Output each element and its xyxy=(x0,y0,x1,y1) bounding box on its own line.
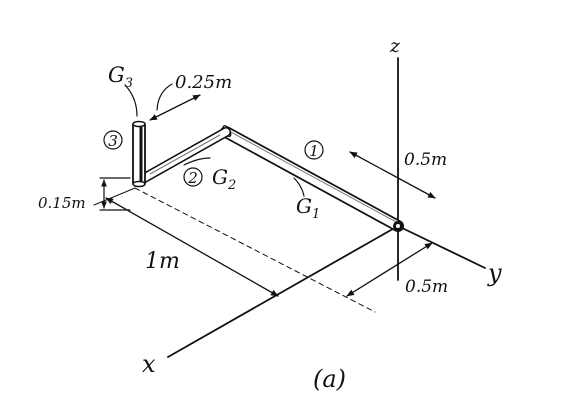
g3-letter: G xyxy=(108,63,125,87)
member-3-label: 3 xyxy=(108,132,118,150)
g1-label: G1 xyxy=(296,194,320,222)
member-markers: 3 2 1 xyxy=(103,130,324,187)
g1-leader xyxy=(293,177,305,197)
g2-leader xyxy=(183,157,211,166)
rod-1 xyxy=(220,124,404,232)
member-2-circle xyxy=(183,167,203,187)
rod-1-highlight xyxy=(226,129,399,224)
dim-05m-top-line xyxy=(349,151,436,199)
rod-3-body xyxy=(132,122,146,186)
rod-2 xyxy=(134,127,231,186)
dim-05m-bottom-line xyxy=(346,242,433,297)
origin-joint-center xyxy=(396,224,400,228)
rod-3-top xyxy=(132,120,146,128)
leader-lines xyxy=(124,83,305,197)
dim-05m-bottom-label: 0.5m xyxy=(405,277,448,297)
member-1-circle xyxy=(304,140,324,160)
rod-1-fill xyxy=(221,127,403,231)
hidden-edge-2 xyxy=(93,187,136,206)
g1-subscript: 1 xyxy=(312,207,320,222)
dimension-labels: 0.25m 0.15m 1m 0.5m 0.5m xyxy=(38,72,448,297)
member-3-circle xyxy=(103,130,123,150)
y-axis xyxy=(397,225,486,269)
dim-1m-label: 1m xyxy=(145,249,180,274)
figure-caption: (a) xyxy=(313,365,346,393)
dim-015m-label: 0.15m xyxy=(38,194,86,212)
rod-3 xyxy=(132,120,146,188)
x-axis xyxy=(167,225,399,358)
g3-subscript: 3 xyxy=(125,76,133,91)
g2-subscript: 2 xyxy=(227,178,236,193)
dim-05m-top-label: 0.5m xyxy=(404,150,447,170)
member-1-label: 1 xyxy=(309,142,319,160)
construction-lines xyxy=(93,187,376,313)
g1-letter: G xyxy=(296,194,312,218)
g2-label: G2 xyxy=(212,165,236,193)
rod-2-center xyxy=(149,134,221,175)
x-axis-label: x xyxy=(142,350,156,378)
g3-leader xyxy=(124,84,138,117)
z-axis-label: z xyxy=(389,35,401,57)
y-axis-label: y xyxy=(487,259,502,287)
g2-letter: G xyxy=(212,165,228,189)
offset-leader xyxy=(156,83,173,111)
dimension-lines xyxy=(99,94,436,297)
rod-assembly xyxy=(132,120,404,232)
axes xyxy=(167,57,486,358)
dim-1m-line xyxy=(105,197,279,297)
centroid-labels: G3 G2 G1 xyxy=(108,63,320,222)
dim-025m-label: 0.25m xyxy=(175,72,232,93)
axis-labels: z y x xyxy=(142,35,502,378)
g3-label: G3 xyxy=(108,63,133,91)
dim-025m-line xyxy=(149,94,201,121)
member-2-label: 2 xyxy=(187,169,198,187)
rod-3-bottom xyxy=(132,180,146,188)
